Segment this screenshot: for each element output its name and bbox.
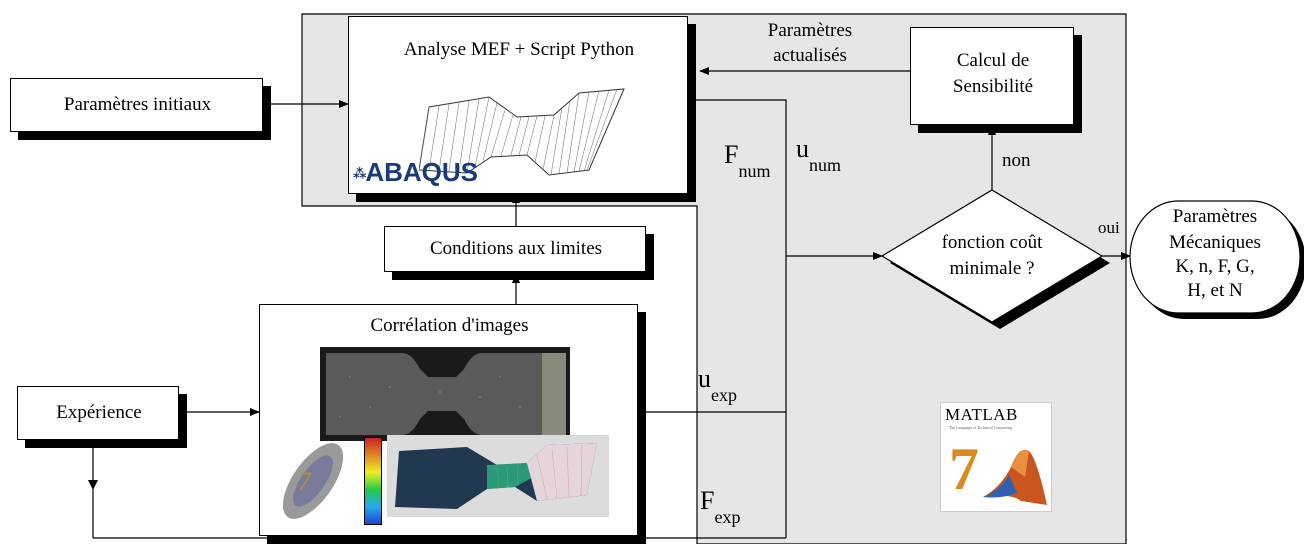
specimen-photo — [320, 347, 570, 441]
svg-text:7: 7 — [298, 467, 312, 496]
experience-label: Expérience — [56, 402, 142, 423]
conditions-box: Conditions aux limites — [384, 226, 646, 272]
matlab-logo: MATLAB The Language of Technical Computi… — [940, 402, 1052, 512]
fe-contour-image — [387, 435, 609, 517]
arrowhead-down — [88, 480, 98, 490]
speckle-image: 7 — [282, 443, 344, 519]
analyse-box: Analyse MEF + Script Python ⁂ABAQUS — [348, 16, 688, 194]
label-oui: oui — [1098, 218, 1120, 237]
output-line4: H, et N — [1187, 280, 1243, 301]
decision-diamond — [880, 189, 1104, 323]
output-shape — [1129, 200, 1301, 314]
matlab-version: 7 — [949, 436, 979, 502]
matlab-tagline: The Language of Technical Computing — [949, 425, 1012, 430]
label-F-exp: Fexp — [700, 486, 741, 527]
abaqus-mesh-image — [419, 88, 625, 176]
param-actualises-line2: actualisés — [773, 45, 847, 66]
conditions-label: Conditions aux limites — [429, 238, 603, 259]
parametres-initiaux-label: Paramètres initiaux — [63, 94, 212, 115]
label-u-num: unum — [796, 134, 842, 175]
calcul-line1: Calcul de — [956, 50, 1030, 71]
output-line2: Mécaniques — [1169, 232, 1261, 253]
decision-line1: fonction coût — [941, 232, 1043, 253]
label-u-exp: uexp — [698, 364, 737, 405]
calcul-sensibilite-box: Calcul de Sensibilité — [910, 27, 1074, 125]
label-F-num: Fnum — [724, 140, 771, 181]
matlab-title: MATLAB — [945, 405, 1018, 424]
matlab-membrane-icon — [983, 449, 1047, 505]
label-non: non — [1002, 150, 1031, 171]
correlation-box: Corrélation d'images 7 — [259, 304, 638, 536]
abaqus-logo: ⁂ABAQUS — [353, 157, 478, 187]
line-analyse-out — [688, 99, 787, 256]
experience-box: Expérience — [17, 386, 179, 440]
param-actualises-line1: Paramètres — [767, 20, 853, 41]
decision-line2: minimale ? — [949, 258, 1035, 279]
parametres-initiaux-box: Paramètres initiaux — [10, 78, 263, 132]
color-scale — [364, 437, 382, 525]
output-line1: Paramètres — [1172, 206, 1258, 227]
output-line3: K, n, F, G, — [1175, 256, 1255, 277]
abaqus-icon: ⁂ — [353, 166, 366, 182]
calcul-line2: Sensibilité — [952, 76, 1034, 97]
analyse-title: Analyse MEF + Script Python — [403, 39, 635, 60]
correlation-title: Corrélation d'images — [370, 315, 529, 336]
